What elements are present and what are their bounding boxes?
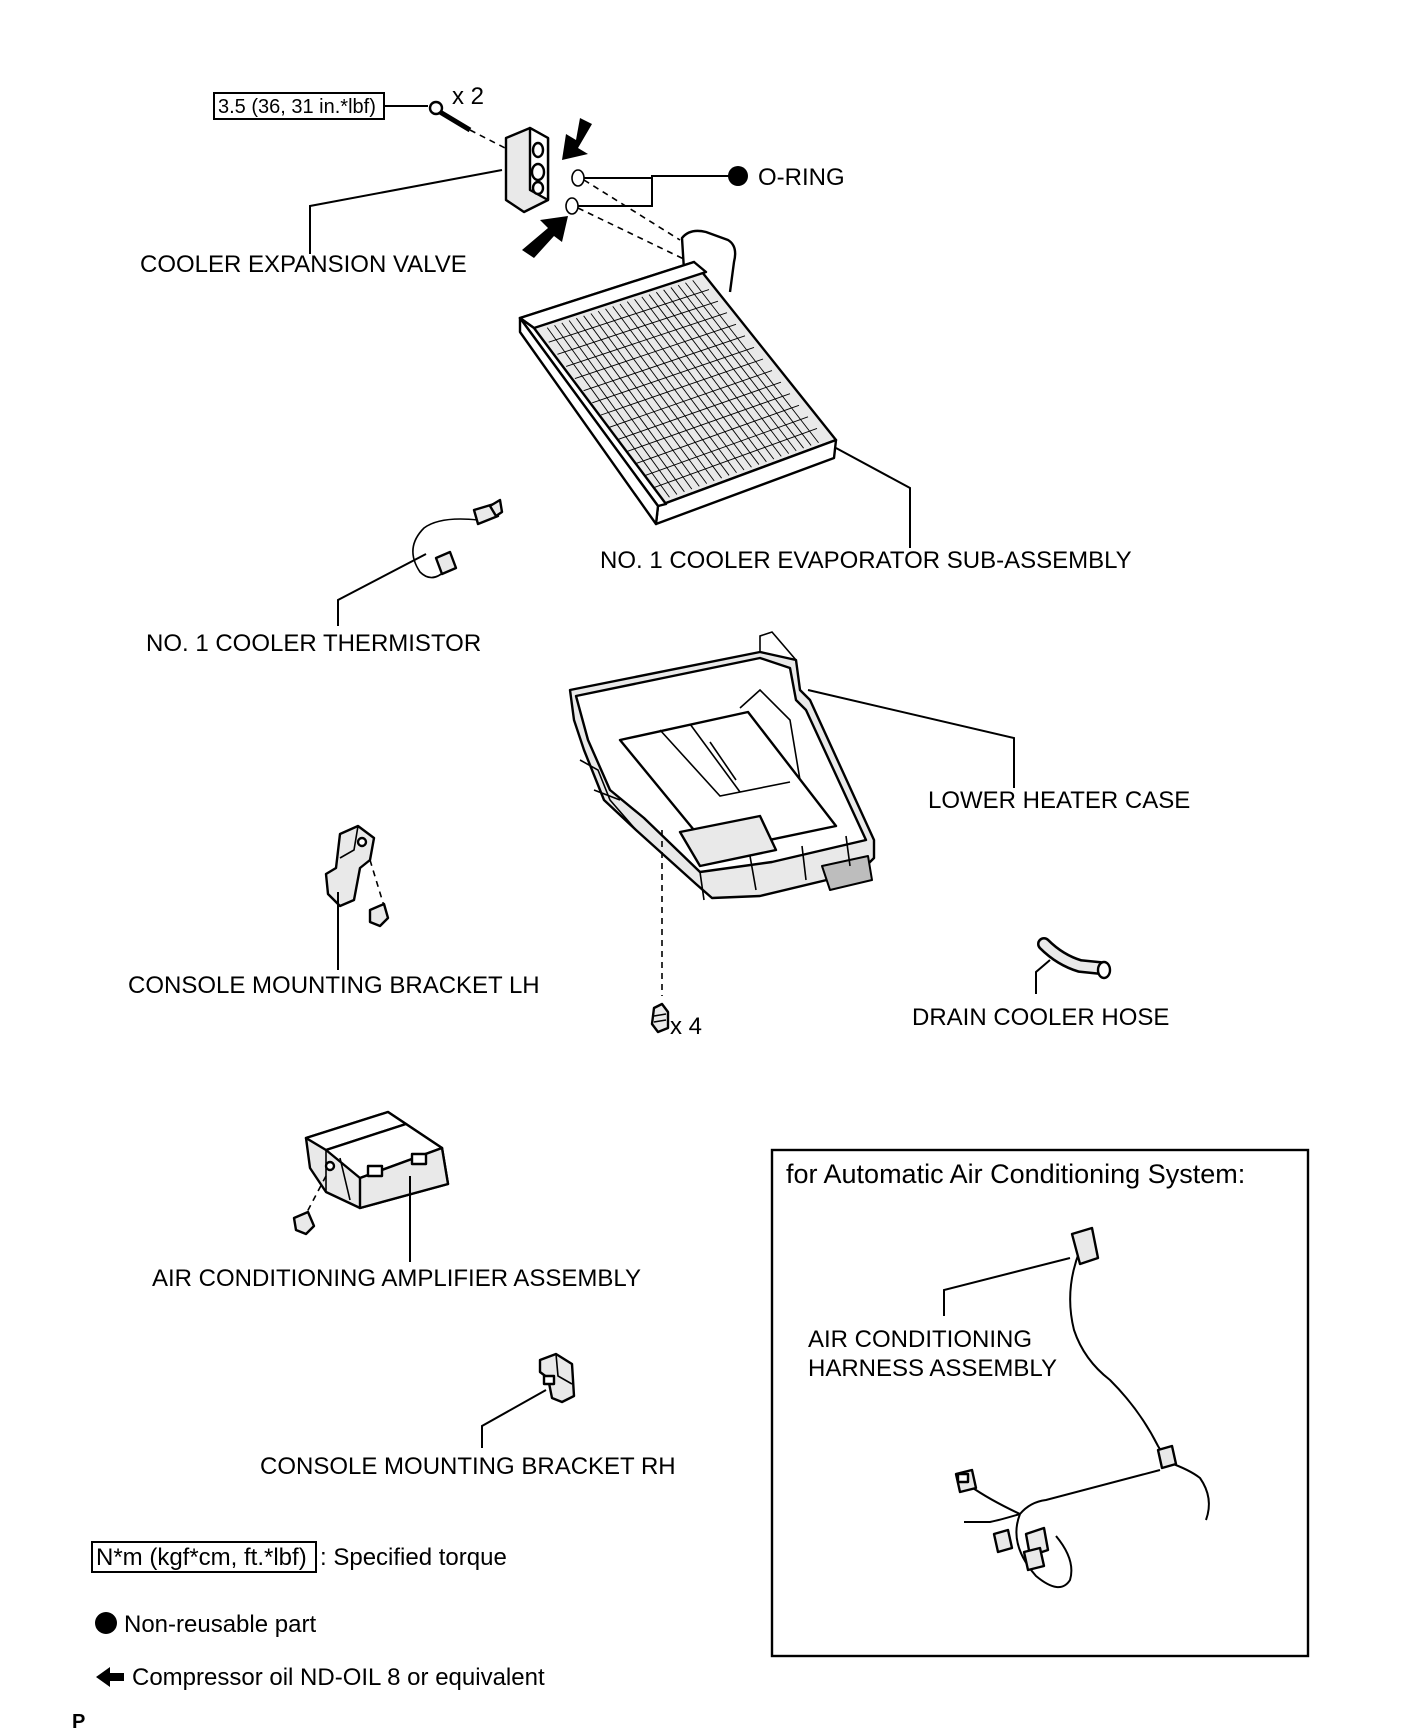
bracket-rh-part (538, 1352, 576, 1404)
drain-hose-label: DRAIN COOLER HOSE (912, 1004, 1169, 1031)
thermistor-label: NO. 1 COOLER THERMISTOR (146, 630, 481, 657)
corner-mark: P (72, 1711, 85, 1733)
screw-icon (650, 1002, 670, 1034)
oil-arrow-icon (96, 1667, 124, 1687)
oil-arrow-icon (562, 118, 592, 160)
harness-label-line1: AIR CONDITIONING (808, 1326, 1032, 1353)
harness-label-line2: HARNESS ASSEMBLY (808, 1355, 1057, 1382)
legend-torque-box: N*m (kgf*cm, ft.*lbf) (96, 1544, 307, 1571)
expansion-valve-label: COOLER EXPANSION VALVE (140, 251, 467, 278)
bolt-icon (428, 100, 506, 149)
automatic-ac-inset: for Automatic Air Conditioning System: (770, 1148, 1310, 1658)
non-reusable-dot-icon (95, 1612, 117, 1634)
torque-callout-text: 3.5 (36, 31 in.*lbf) (218, 96, 376, 118)
o-ring-icon (565, 169, 585, 215)
lower-heater-case-part (568, 631, 876, 901)
bracket-lh-part (324, 824, 390, 928)
legend-nonreusable-text: Non-reusable part (124, 1611, 316, 1638)
expansion-valve-part (504, 126, 550, 214)
evaporator-label: NO. 1 COOLER EVAPORATOR SUB-ASSEMBLY (600, 547, 1132, 574)
bracket-lh-label: CONSOLE MOUNTING BRACKET LH (128, 972, 540, 999)
bolt-quantity: x 2 (452, 83, 484, 110)
amplifier-label: AIR CONDITIONING AMPLIFIER ASSEMBLY (152, 1265, 641, 1292)
non-reusable-dot-icon (728, 166, 748, 186)
oil-arrow-icon (522, 216, 568, 258)
thermistor-part (412, 498, 504, 579)
inset-title: for Automatic Air Conditioning System: (786, 1159, 1245, 1189)
legend-torque-text: : Specified torque (320, 1544, 507, 1571)
legend-oil-text: Compressor oil ND-OIL 8 or equivalent (132, 1664, 545, 1691)
lower-heater-case-label: LOWER HEATER CASE (928, 787, 1190, 814)
drain-hose-part (1037, 937, 1112, 980)
harness-part (954, 1226, 1210, 1588)
o-ring-label: O-RING (758, 164, 845, 191)
screw-quantity: x 4 (670, 1013, 702, 1040)
amplifier-part (292, 1110, 450, 1236)
bracket-rh-label: CONSOLE MOUNTING BRACKET RH (260, 1453, 676, 1480)
torque-callout: 3.5 (36, 31 in.*lbf) (213, 92, 428, 120)
evaporator-part (518, 229, 838, 526)
legend: N*m (kgf*cm, ft.*lbf) : Specified torque… (91, 1541, 545, 1691)
